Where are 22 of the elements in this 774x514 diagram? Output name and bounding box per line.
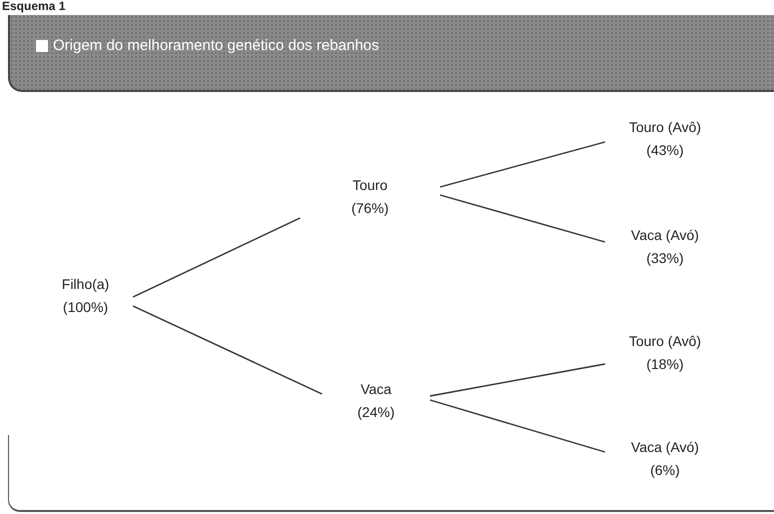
node-name: Touro [352,176,388,194]
node-name: Vaca (Avó) [631,438,699,456]
connector-line [440,194,606,243]
percentage-text: (33%) [646,250,684,268]
percentage-text: (18%) [646,356,684,374]
node-name: Touro (Avô) [628,118,702,136]
connector-line [440,141,606,188]
connector-line [132,305,322,395]
connector-line [132,217,300,298]
percentage-text: (43%) [646,142,684,160]
node-name: Vaca (Avó) [631,226,699,244]
connector-line [430,399,606,453]
percentage-text: (100%) [62,299,108,316]
diagram-title: Origem do melhoramento genético dos rebanhos [53,36,380,56]
percentage-text: (6%) [650,462,680,480]
percentage-text: (76%) [351,200,389,218]
connector-line [430,363,606,397]
diagram-label: Esquema 1 [2,0,66,12]
node-name: Touro (Avô) [628,332,702,350]
percentage-text: (24%) [357,404,395,422]
node-name: Filho(a) [62,276,110,293]
node-name: Vaca [360,380,392,398]
